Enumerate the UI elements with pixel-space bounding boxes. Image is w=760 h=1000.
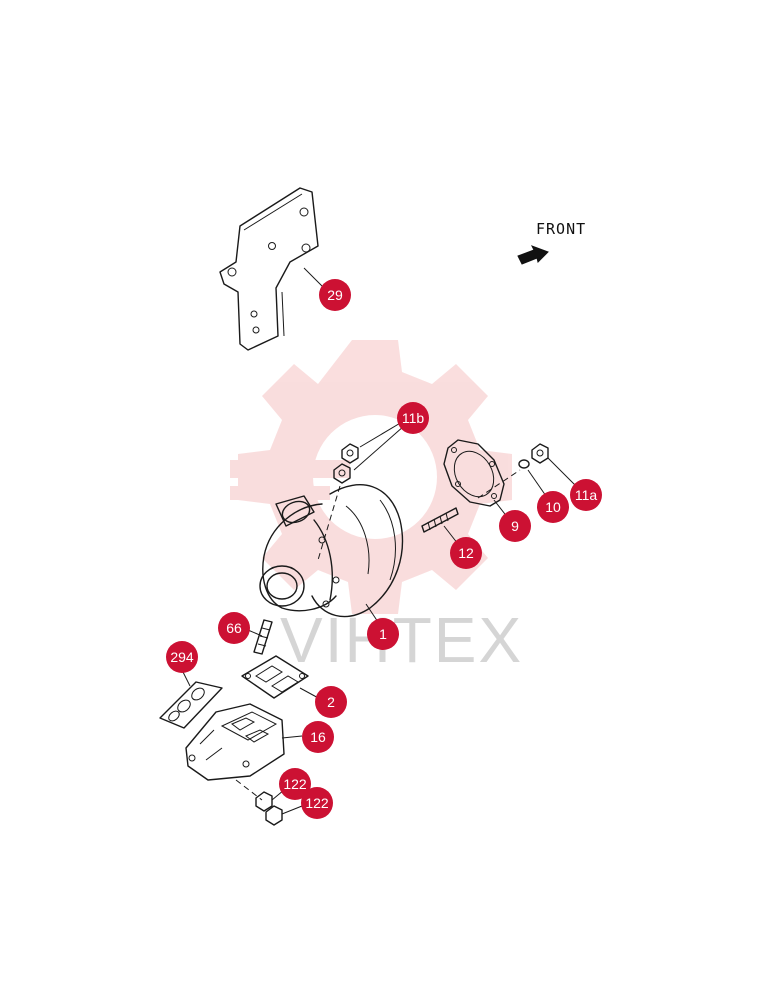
nut-part-11a: [477, 443, 577, 499]
svg-text:11a: 11a: [575, 487, 598, 503]
callout-12[interactable]: 12: [450, 537, 482, 569]
nuts-11b: [317, 421, 405, 561]
washer-part-10: [518, 459, 547, 497]
svg-text:10: 10: [545, 499, 561, 515]
exhaust-elbow-part-16: [185, 703, 303, 801]
svg-text:11b: 11b: [402, 410, 425, 426]
gasket-part-2: [241, 655, 323, 701]
stud-part-66: [247, 619, 273, 655]
gasket-part-294: [159, 669, 223, 729]
front-arrow-icon: [517, 245, 549, 265]
callout-11b[interactable]: 11b: [397, 402, 429, 434]
svg-text:122: 122: [283, 776, 307, 792]
callout-2[interactable]: 2: [315, 686, 347, 718]
callout-1[interactable]: 1: [367, 618, 399, 650]
callout-10[interactable]: 10: [537, 491, 569, 523]
svg-text:294: 294: [170, 649, 194, 665]
watermark-gear-logo: [230, 340, 512, 614]
callout-29[interactable]: 29: [319, 279, 351, 311]
svg-text:29: 29: [327, 287, 343, 303]
turbocharger-part-1: [259, 484, 404, 623]
stud-part-12: [421, 507, 459, 545]
nuts-part-122: [255, 789, 303, 826]
front-label: FRONT: [536, 220, 586, 238]
callout-122-lower[interactable]: 122: [301, 787, 333, 819]
svg-text:2: 2: [327, 694, 335, 710]
svg-text:122: 122: [305, 795, 329, 811]
gasket-part-9: [443, 439, 509, 519]
svg-text:66: 66: [226, 620, 242, 636]
watermark-text: VIHTEX: [280, 604, 523, 676]
callout-66[interactable]: 66: [218, 612, 250, 644]
svg-text:16: 16: [310, 729, 326, 745]
svg-text:12: 12: [458, 545, 474, 561]
svg-text:9: 9: [511, 518, 519, 534]
callout-122-upper[interactable]: 122: [279, 768, 311, 800]
callout-294[interactable]: 294: [166, 641, 198, 673]
callout-9[interactable]: 9: [499, 510, 531, 542]
callout-16[interactable]: 16: [302, 721, 334, 753]
callout-11a[interactable]: 11a: [570, 479, 602, 511]
bracket-part: [219, 187, 327, 351]
svg-text:1: 1: [379, 626, 387, 642]
